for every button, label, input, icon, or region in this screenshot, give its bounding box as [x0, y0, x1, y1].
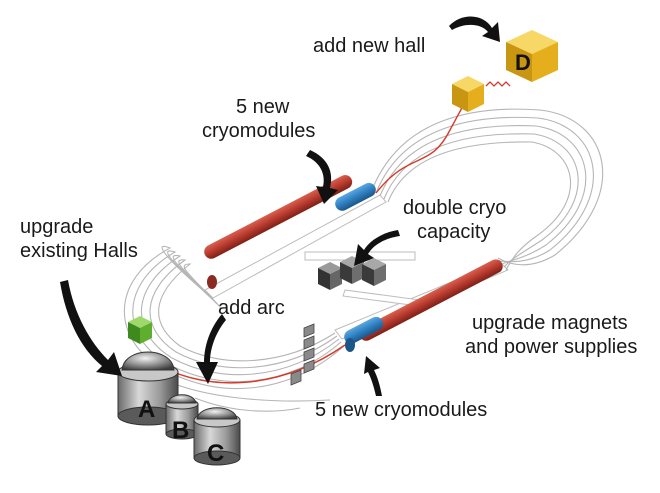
arrow-cryomodules-bottom — [364, 356, 382, 396]
label-upgrade-halls-line2: existing Halls — [20, 240, 138, 262]
green-injector-box — [128, 316, 152, 344]
hall-b-letter: B — [172, 417, 189, 444]
arrow-cryomodules-top — [306, 150, 338, 204]
arrow-add-arc — [196, 314, 226, 384]
cryo-plant — [318, 256, 386, 290]
north-linac — [204, 175, 376, 289]
arrow-add-new-hall — [449, 16, 500, 42]
label-new-cryomodules-top-line1: 5 new — [236, 96, 290, 118]
annotation-arrows — [60, 16, 500, 396]
label-new-cryomodules-top-line2: cryomodules — [202, 120, 316, 142]
label-double-cryo-line1: double cryo — [403, 197, 507, 219]
hall-b: B — [165, 394, 199, 444]
new-arc-line — [159, 344, 346, 384]
hall-d-letter: D — [515, 50, 531, 75]
beamline-arcs — [123, 108, 604, 412]
arc-magnets — [290, 323, 315, 386]
label-upgrade-magnets-line2: and power supplies — [465, 336, 638, 358]
label-upgrade-magnets-line1: upgrade magnets — [472, 312, 628, 334]
hall-c-letter: C — [207, 440, 224, 467]
label-upgrade-halls-line1: upgrade — [20, 216, 94, 238]
label-double-cryo-line2: capacity — [417, 221, 491, 243]
hall-a: A — [117, 351, 179, 426]
label-add-new-hall: add new hall — [313, 35, 426, 57]
hall-a-letter: A — [138, 396, 155, 423]
hall-d-small-box — [452, 76, 484, 112]
arrow-double-cryo — [354, 230, 400, 266]
south-linac — [344, 259, 503, 352]
hall-d-building: D — [506, 30, 558, 82]
hall-d-connector — [485, 81, 511, 87]
label-new-cryomodules-bottom: 5 new cryomodules — [315, 399, 488, 421]
hall-c: C — [193, 407, 241, 467]
new-hall-beamline — [375, 99, 467, 194]
label-add-arc: add arc — [218, 297, 285, 319]
arrow-upgrade-halls — [60, 280, 122, 376]
